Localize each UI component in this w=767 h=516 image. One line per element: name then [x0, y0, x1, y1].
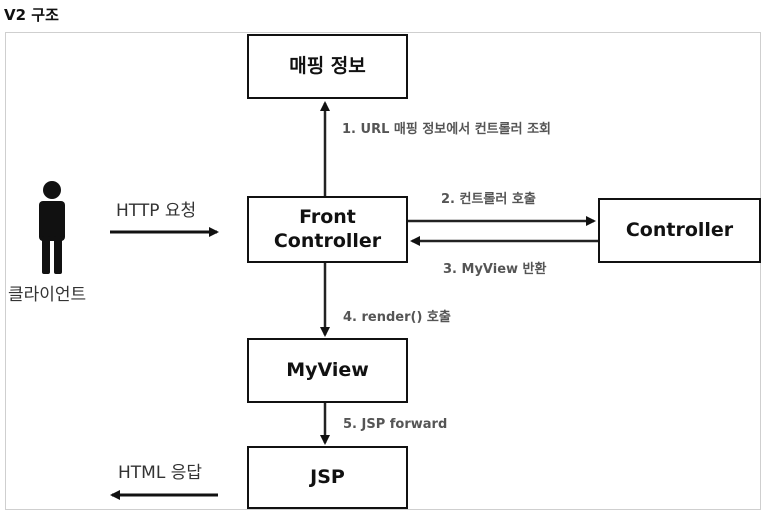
myview-label: MyView	[286, 358, 369, 381]
diagram-frame	[5, 32, 761, 510]
myview-box: MyView	[247, 338, 408, 403]
mapping-info-label: 매핑 정보	[289, 54, 366, 77]
mapping-info-box: 매핑 정보	[247, 34, 408, 99]
step4-label: 4. render() 호출	[343, 310, 451, 325]
step3-label: 3. MyView 반환	[443, 262, 547, 277]
front-controller-label: Front Controller	[273, 205, 382, 252]
diagram-title: V2 구조	[4, 6, 59, 24]
front-controller-box: Front Controller	[247, 196, 408, 263]
html-response-label: HTML 응답	[118, 463, 202, 483]
jsp-box: JSP	[247, 446, 408, 509]
step2-label: 2. 컨트롤러 호출	[441, 192, 536, 207]
person-icon	[39, 181, 65, 274]
http-request-label: HTTP 요청	[116, 201, 197, 221]
client-label: 클라이언트	[8, 285, 87, 305]
step5-label: 5. JSP forward	[343, 417, 448, 432]
step1-label: 1. URL 매핑 정보에서 컨트롤러 조회	[342, 122, 551, 137]
controller-box: Controller	[598, 198, 761, 263]
controller-label: Controller	[625, 218, 734, 241]
jsp-label: JSP	[310, 465, 345, 488]
